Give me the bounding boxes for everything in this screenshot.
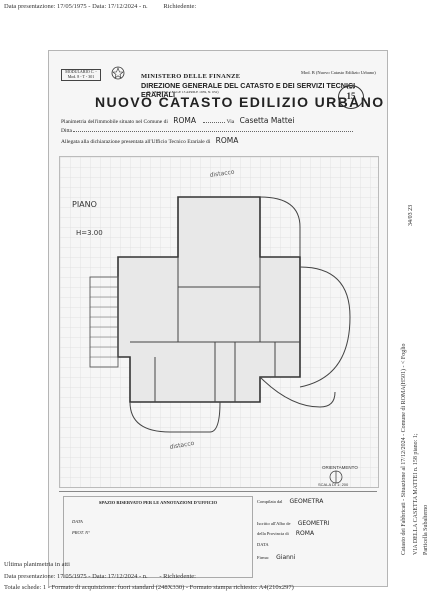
iscritto-value: GEOMETRI: [297, 520, 330, 527]
bottom-requester: - Richiedente:: [159, 573, 196, 580]
iscritto-line: Iscritto all'Albo de GEOMETRI: [257, 520, 335, 527]
allegata-row: Allegata alla dichiarazione presentata a…: [61, 136, 244, 145]
scale-title: ORIENTAMENTO: [322, 465, 358, 470]
side-line-2: VIA DELLA CASETTA MATTEI n. 158 piano: 1…: [413, 433, 419, 555]
model-box: MODULARIO C. - Mod. 8 - T - 301: [61, 69, 101, 81]
lire-value: 15: [346, 91, 356, 101]
side-line-1: Catasto dei Fabbricati - Situazione al 1…: [401, 343, 407, 555]
compilata-line: Compilata dal GEOMETRA: [257, 498, 329, 505]
comune-value: ROMA: [173, 116, 196, 125]
header-line: Data presentazione: 17/05/1975 - Data: 1…: [4, 3, 210, 10]
distacco-top: distacco: [209, 169, 235, 179]
direction-sub: (R. DECRETO-LEGGE 13 APRILE 1939, N. 652…: [147, 90, 219, 94]
side-labels: Particella Subalterno: [423, 504, 429, 555]
compiler-date-label: DATA: [257, 542, 269, 547]
reserved-prot-label: PROT. N°: [72, 530, 90, 535]
stairwell: [89, 276, 119, 368]
reserved-title: SPAZIO RISERVATO PER LE ANNOTAZIONI D'UF…: [98, 500, 218, 505]
reserved-box: SPAZIO RISERVATO PER LE ANNOTAZIONI D'UF…: [63, 496, 253, 578]
ufficio-value: ROMA: [215, 136, 239, 145]
building-outline: [117, 196, 301, 403]
lire-stamp: Lire 15: [338, 85, 364, 109]
via-label: Via: [226, 119, 235, 125]
piano-label: PIANO: [72, 200, 97, 209]
header-presentation: Data presentazione: 17/05/1975 - Data: 1…: [4, 3, 148, 10]
compilata-label: Compilata dal: [257, 499, 283, 504]
model-reference: Mod. B (Nuovo Catasto Edilizio Urbano): [301, 70, 376, 75]
firma-label: Firma:: [257, 555, 269, 560]
floor-plan-drawing: PIANO H=3.00 distacco distacco ORIENTAME…: [59, 156, 379, 488]
ministry-name: MINISTERO DELLE FINANZE: [141, 73, 241, 80]
firma-line: Firma: Gianni: [257, 554, 301, 561]
bottom-format: Totale schede: 1 - Formato di acquisizio…: [4, 584, 294, 591]
scale-value: SCALA DI 1: 200: [318, 482, 349, 487]
balcony-curves: [129, 196, 351, 433]
side-code: 34/03 23: [408, 204, 414, 226]
ditta-label: Ditta: [61, 128, 72, 134]
document-title: NUOVO CATASTO EDILIZIO URBANO: [95, 94, 385, 110]
via-value: Casetta Mattei: [239, 116, 295, 125]
provincia-label: della Provincia di: [257, 531, 289, 536]
orientation-block: ORIENTAMENTO SCALA DI 1: 200: [318, 465, 358, 487]
reserved-date-label: DATA: [72, 519, 83, 524]
planimetria-label: Planimetria dell'immobile situato nel Co…: [61, 119, 168, 125]
iscritto-label: Iscritto all'Albo de: [257, 521, 291, 526]
direction-name: DIREZIONE GENERALE DEL CATASTO E DEI SER…: [141, 81, 356, 99]
firma-value: Gianni: [276, 554, 296, 561]
distacco-bottom: distacco: [169, 440, 195, 451]
ditta-row: Ditta: [61, 126, 354, 134]
lire-label: Lire: [346, 86, 356, 91]
provincia-line: della Provincia di ROMA: [257, 530, 320, 537]
bottom-presentation-date: Data presentazione: 17/05/1975 - Data: 1…: [4, 573, 148, 580]
allegata-label: Allegata alla dichiarazione presentata a…: [61, 139, 211, 145]
planimetria-row: Planimetria dell'immobile situato nel Co…: [61, 116, 300, 125]
provincia-value: ROMA: [295, 530, 315, 537]
lower-panel: SPAZIO RISERVATO PER LE ANNOTAZIONI D'UF…: [59, 491, 377, 582]
side-stamp: Catasto dei Fabbricati - Situazione al 1…: [393, 250, 431, 580]
state-emblem-icon: [111, 66, 125, 80]
interior-walls: [130, 257, 300, 402]
altezza-label: H=3.00: [76, 229, 103, 237]
compilata-value: GEOMETRA: [289, 498, 324, 505]
cadastral-sheet: MODULARIO C. - Mod. 8 - T - 301 MINISTER…: [48, 50, 388, 587]
bottom-last-plan: Ultima planimetria in atti: [4, 561, 70, 568]
header-requester: Richiedente:: [163, 3, 197, 10]
bottom-presentation: Data presentazione: 17/05/1975 - Data: 1…: [4, 573, 206, 580]
data-line: DATA: [257, 542, 269, 547]
